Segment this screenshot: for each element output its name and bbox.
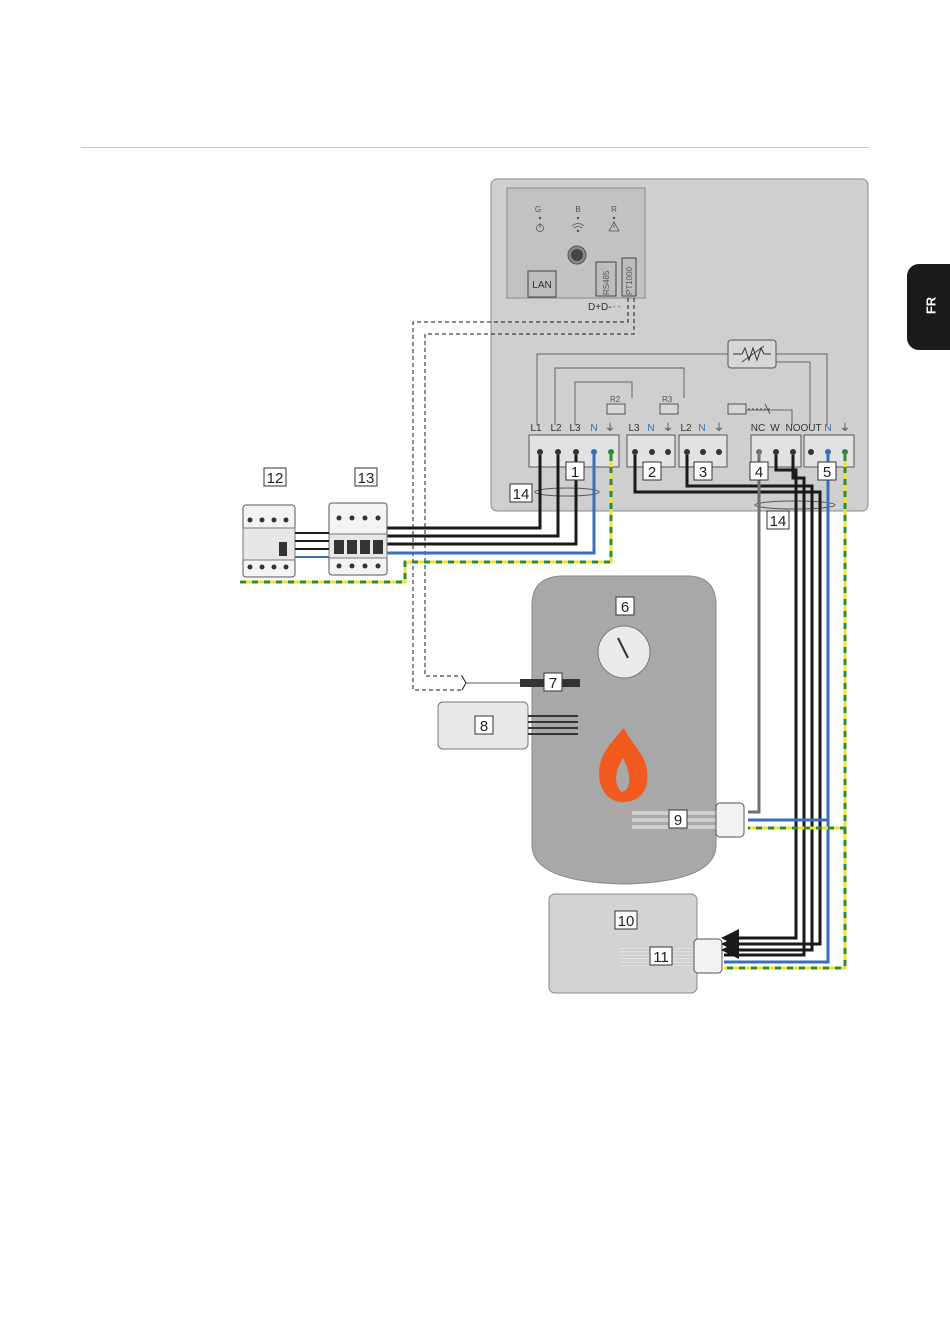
terminal-label-l1: L1 (530, 423, 542, 434)
terminal4-label-w: W (770, 423, 780, 434)
callout-13: 13 (355, 468, 377, 487)
svg-text:11: 11 (653, 949, 669, 966)
svg-text:4: 4 (755, 464, 763, 481)
callout-14-left: 14 (510, 484, 532, 503)
terminal-label-l2: L2 (550, 423, 562, 434)
residual-current-device (243, 505, 295, 577)
svg-text:3: 3 (699, 464, 707, 481)
svg-text:12: 12 (267, 470, 284, 487)
led-label-r: R (611, 205, 617, 214)
terminal-label-l3: L3 (569, 423, 581, 434)
terminal4-label-no: NO (786, 423, 801, 434)
relay-w (728, 404, 746, 414)
svg-text:8: 8 (480, 718, 488, 735)
relay-r2-label: R2 (610, 395, 621, 404)
sensor-probe-tip (462, 676, 466, 690)
terminal-label-pe: ⏚ (605, 422, 615, 434)
svg-text:9: 9 (674, 812, 682, 829)
terminal2-label-pe: ⏚ (663, 422, 673, 434)
svg-text:14: 14 (513, 486, 530, 503)
svg-text:7: 7 (549, 675, 557, 692)
led-r (613, 217, 615, 219)
callout-14-right: 14 (767, 511, 789, 530)
callout-8: 8 (475, 716, 493, 735)
terminal4-label-nc: NC (751, 423, 765, 434)
lan-label: LAN (532, 280, 551, 291)
led-label-b: B (575, 205, 580, 214)
terminal5-label-out: OUT (800, 423, 821, 434)
terminal3-label-l2: L2 (680, 423, 692, 434)
led-label-g: G (535, 205, 541, 214)
terminal3-label-pe: ⏚ (714, 422, 724, 434)
callout-4: 4 (750, 462, 768, 481)
callout-7: 7 (544, 673, 562, 692)
callout-9: 9 (669, 810, 687, 829)
dd-dash: - - (613, 302, 621, 311)
svg-text:2: 2 (648, 464, 656, 481)
terminal2-label-l3: L3 (628, 423, 640, 434)
terminal3-label-n: N (698, 423, 705, 434)
callout-5: 5 (818, 462, 836, 481)
push-button[interactable] (568, 246, 586, 264)
callout-2: 2 (643, 462, 661, 481)
rs485-label: RS485 (602, 270, 611, 295)
svg-text:1: 1 (571, 464, 579, 481)
callout-3: 3 (694, 462, 712, 481)
breaker-link-wires (295, 533, 329, 557)
terminal5-label-pe: ⏚ (840, 422, 850, 434)
svg-text:6: 6 (621, 599, 629, 616)
led-b (577, 217, 579, 219)
circuit-breaker (329, 503, 387, 575)
svg-text:10: 10 (618, 913, 635, 930)
relay-r2 (607, 404, 625, 414)
svg-text:5: 5 (823, 464, 831, 481)
terminal-label-n: N (590, 423, 597, 434)
relay-r3 (660, 404, 678, 414)
dd-label: D+D- (588, 302, 612, 313)
callout-10: 10 (615, 911, 637, 930)
callout-11: 11 (650, 947, 672, 966)
terminal5-label-n: N (824, 423, 831, 434)
callout-12: 12 (264, 468, 286, 487)
pt1000-label: PT1000 (625, 266, 634, 295)
svg-text:13: 13 (358, 470, 375, 487)
svg-text:14: 14 (770, 513, 787, 530)
external-heater-box (549, 894, 697, 993)
callout-6: 6 (616, 597, 634, 616)
terminal2-label-n: N (647, 423, 654, 434)
led-g (539, 217, 541, 219)
relay-r3-label: R3 (662, 395, 673, 404)
callout-1: 1 (566, 462, 584, 481)
